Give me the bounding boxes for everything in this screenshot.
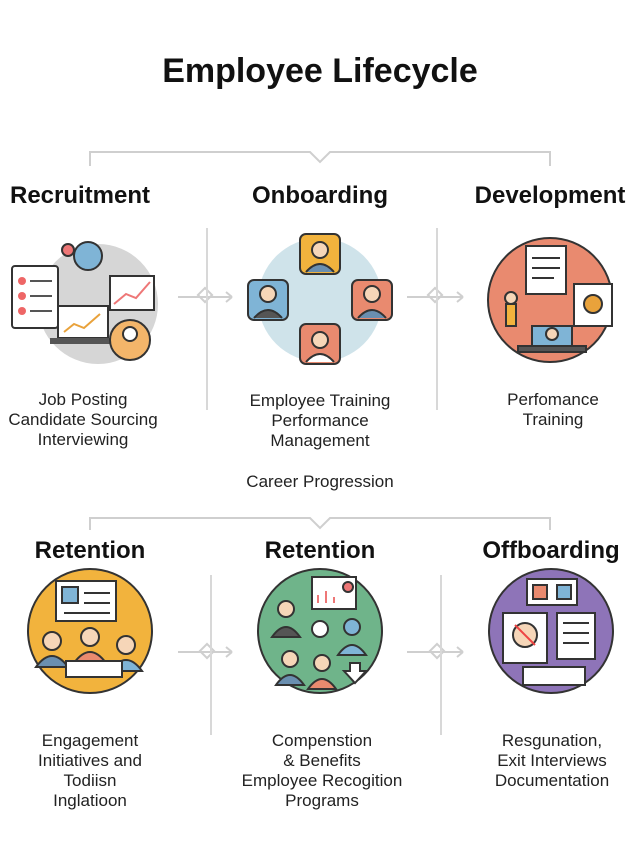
- offboarding-details: Resgunation, Exit Interviews Documentati…: [442, 731, 640, 791]
- detail-line: Employee Recogition: [241, 771, 403, 790]
- detail-line: Resgunation,: [501, 731, 603, 750]
- detail-line: Todiisn: [63, 771, 117, 790]
- divider: [436, 228, 438, 410]
- detail-line: Employee Training: [249, 391, 391, 410]
- detail-line: Interviewing: [37, 430, 129, 449]
- detail-line: & Benefits: [283, 751, 361, 770]
- divider: [440, 575, 442, 735]
- development-icon: [487, 237, 613, 363]
- detail-line: Candidate Sourcing: [8, 410, 158, 429]
- divider: [210, 575, 212, 735]
- retention-engagement-icon: [27, 568, 153, 694]
- stage-heading-offboarding: Offboarding: [482, 537, 620, 564]
- detail-line: Compenstion: [271, 731, 373, 750]
- stage-heading-onboarding: Onboarding: [252, 182, 388, 209]
- stage-heading-retention: Retention: [34, 537, 146, 564]
- detail-line: Training: [522, 410, 584, 429]
- divider: [206, 228, 208, 410]
- page-title: Employee Lifecycle: [162, 52, 478, 90]
- detail-line: Engagement: [41, 731, 139, 750]
- detail-line: Perfomance: [507, 390, 599, 409]
- onboarding-details: Employee Training Performance Management: [210, 391, 430, 451]
- detail-line: Performance: [271, 411, 369, 430]
- stage-heading-retention-2: Retention: [264, 537, 376, 564]
- stage-heading-recruitment: Recruitment: [9, 182, 151, 209]
- retention-compensation-icon: [257, 568, 383, 694]
- detail-line: Programs: [285, 791, 359, 810]
- development-details: Perfomance Training: [443, 390, 640, 430]
- onboarding-icon: [247, 233, 393, 365]
- detail-line: Documentation: [494, 771, 610, 790]
- offboarding-icon: [488, 568, 614, 694]
- detail-line: Inglatioon: [53, 791, 127, 810]
- retention-engagement-details: Engagement Initiatives and Todiisn Ingla…: [0, 731, 200, 811]
- detail-line: Initiatives and: [38, 751, 142, 770]
- detail-line: Job Posting: [38, 390, 128, 409]
- detail-line: Management: [270, 431, 370, 450]
- detail-line: Exit Interviews: [497, 751, 607, 770]
- retention-compensation-details: Compenstion & Benefits Employee Recogiti…: [212, 731, 432, 811]
- recruitment-details: Job Posting Candidate Sourcing Interview…: [0, 390, 193, 450]
- onboarding-extra: Career Progression: [246, 472, 394, 491]
- stage-heading-development: Development: [474, 182, 626, 209]
- recruitment-icon: [11, 241, 158, 364]
